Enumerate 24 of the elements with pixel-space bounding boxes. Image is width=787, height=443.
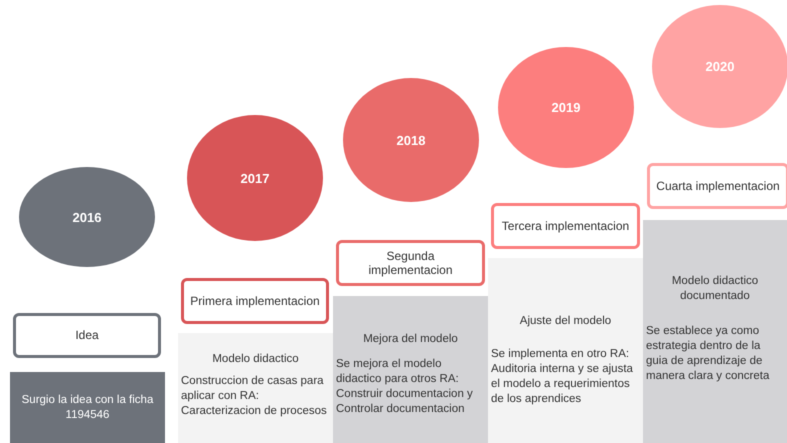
year-circle: 2019	[498, 47, 634, 168]
panel-heading: Modelo didactico	[211, 352, 300, 367]
phase-label-box: Primera implementacion	[181, 278, 329, 324]
description-text: Se mejora el modelo didactico para otros RA: Construir documentacion y Controlar documentacion	[336, 357, 474, 417]
description-panel	[643, 220, 787, 443]
year-circle: 2016	[19, 167, 155, 267]
year-circle: 2018	[343, 78, 479, 202]
panel-heading: Modelo didactico documentado	[670, 274, 760, 304]
description-text: Construccion de casas para aplicar con RA: Caracterizacion de procesos	[181, 374, 328, 419]
description-panel	[10, 372, 165, 443]
description-panel	[488, 258, 643, 443]
description-panel	[178, 333, 333, 443]
phase-label-box: Cuarta implementacion	[647, 163, 787, 209]
year-circle: 2020	[652, 5, 787, 128]
description-text: Surgio la idea con la ficha 1194546	[20, 393, 154, 423]
panel-heading: Mejora del modelo	[362, 332, 459, 347]
description-panel	[333, 296, 488, 443]
phase-label-box: Tercera implementacion	[491, 203, 640, 249]
phase-label-box: Segunda implementacion	[336, 240, 485, 286]
panel-heading: Ajuste del modelo	[518, 314, 612, 329]
description-text: Se establece ya como estrategia dentro de la guia de aprendizaje de manera clara y concreta	[646, 324, 770, 384]
year-circle: 2017	[187, 115, 323, 241]
description-text: Se implementa en otro RA: Auditoria interna y se ajusta el modelo a requerimientos de los aprendices	[491, 347, 634, 407]
phase-label-box: Idea	[13, 313, 161, 358]
